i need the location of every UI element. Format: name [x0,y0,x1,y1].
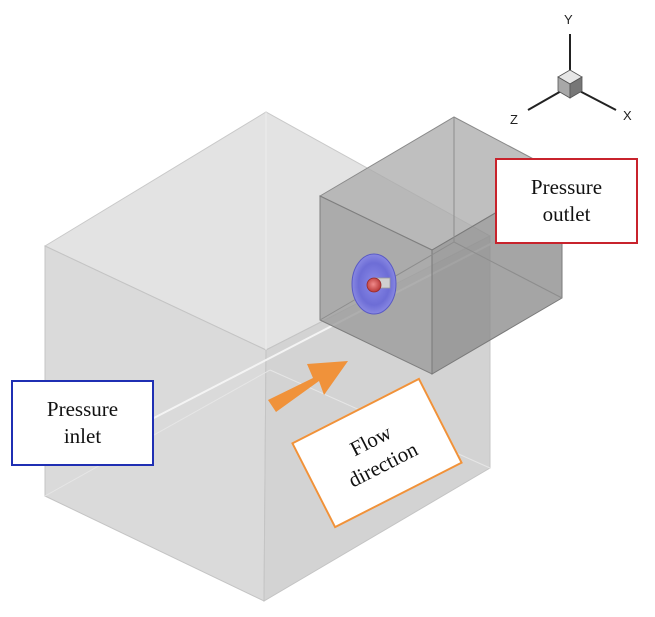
pressure-outlet-line-2: outlet [542,202,591,226]
axis-cube-icon [557,69,583,99]
axis-triad: Y X Z [510,12,632,127]
outlet-domain-box [318,116,564,375]
rotor-core [366,277,382,293]
flow-arrow-icon [268,361,348,412]
pressure-outlet-line-1: Pressure [530,175,603,199]
pressure-inlet-label: Pressure inlet [11,380,154,466]
axis-label-x: X [623,108,632,123]
rotor-model [351,253,397,315]
pressure-inlet-line-2: inlet [63,424,102,448]
axis-label-z: Z [510,112,518,127]
pressure-outlet-label: Pressure outlet [495,158,638,244]
axis-label-y: Y [564,12,573,27]
pressure-inlet-line-1: Pressure [46,397,119,421]
